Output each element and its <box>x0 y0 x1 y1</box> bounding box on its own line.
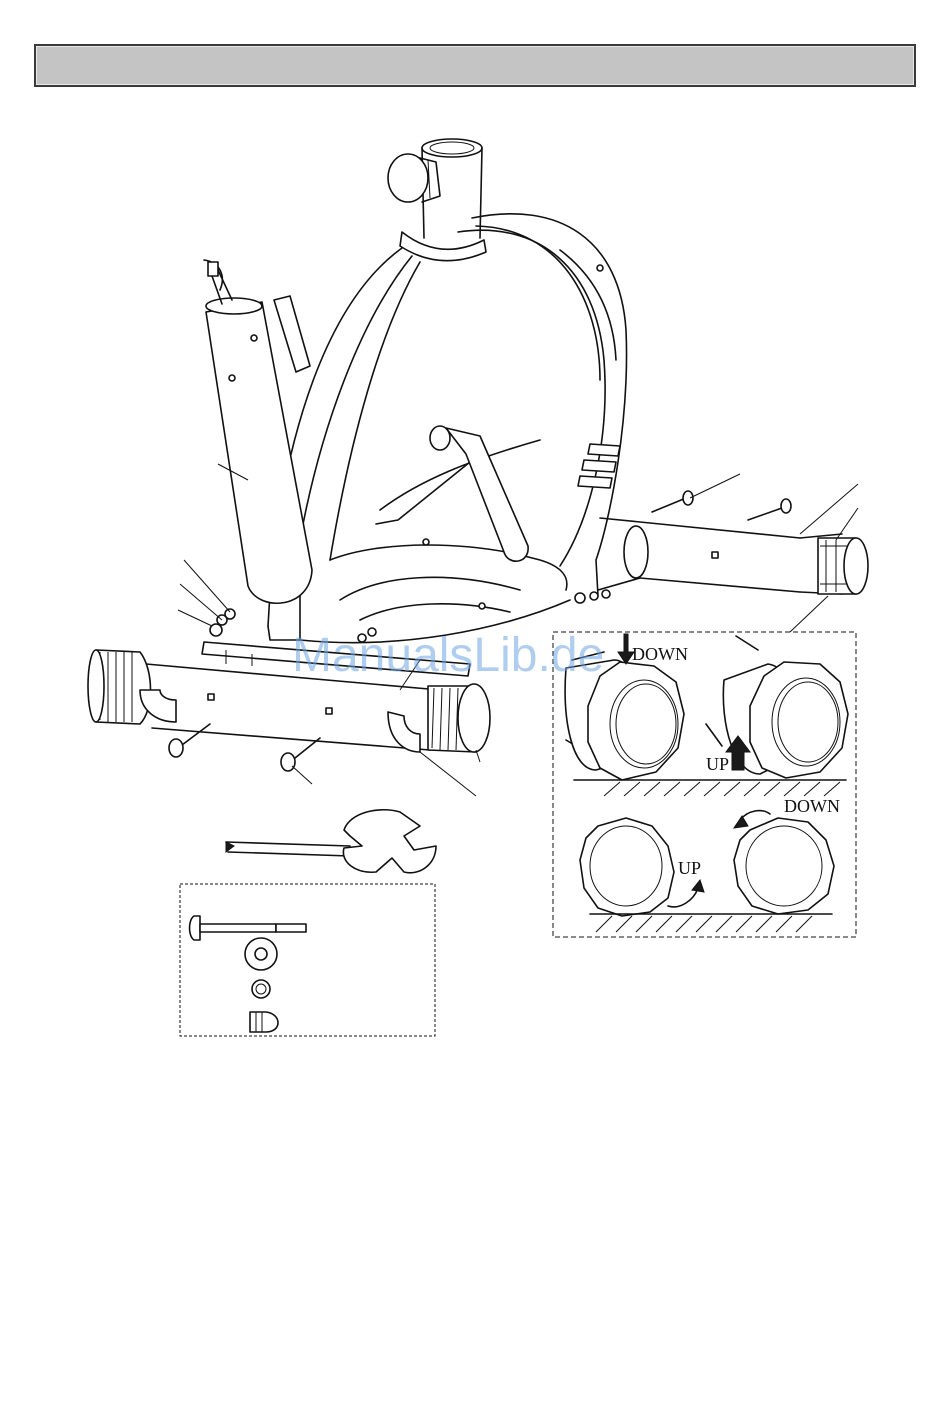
detail-front-view-up: UP <box>580 818 704 916</box>
ground-line-bottom <box>590 914 832 932</box>
detail-front-view-down: DOWN <box>734 796 840 914</box>
frame-rear-tube <box>598 518 800 592</box>
detail-label-down-top: DOWN <box>632 644 688 664</box>
rear-bolts <box>575 491 791 603</box>
ground-line-top <box>574 780 846 796</box>
crank-arm <box>274 296 528 561</box>
rear-stabilizer <box>800 534 868 594</box>
detail-label-up-bottom: UP <box>678 858 701 878</box>
watermark: ManualsLib.de <box>292 628 604 683</box>
wrench-tool <box>226 810 436 873</box>
detail-label-down-bottom: DOWN <box>784 796 840 816</box>
detail-wheel-up: UP <box>706 636 848 778</box>
detail-label-up-top: UP <box>706 754 729 774</box>
seat-adjust-knob <box>388 154 440 202</box>
hardware-box <box>180 884 435 1036</box>
handlebar-post <box>204 260 312 603</box>
